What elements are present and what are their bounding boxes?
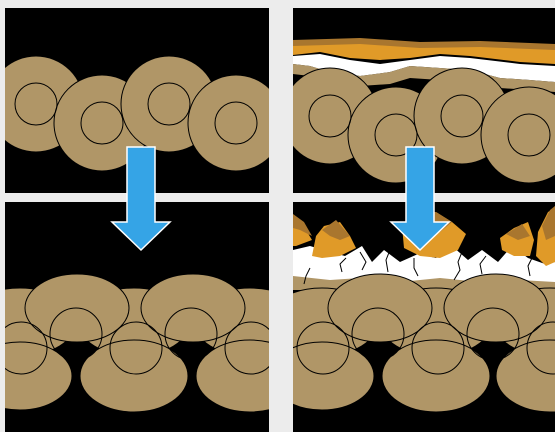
fiber bbox=[188, 75, 284, 171]
fiber bbox=[196, 340, 304, 412]
panel-c-fibers bbox=[0, 274, 306, 412]
fiber bbox=[270, 342, 374, 410]
